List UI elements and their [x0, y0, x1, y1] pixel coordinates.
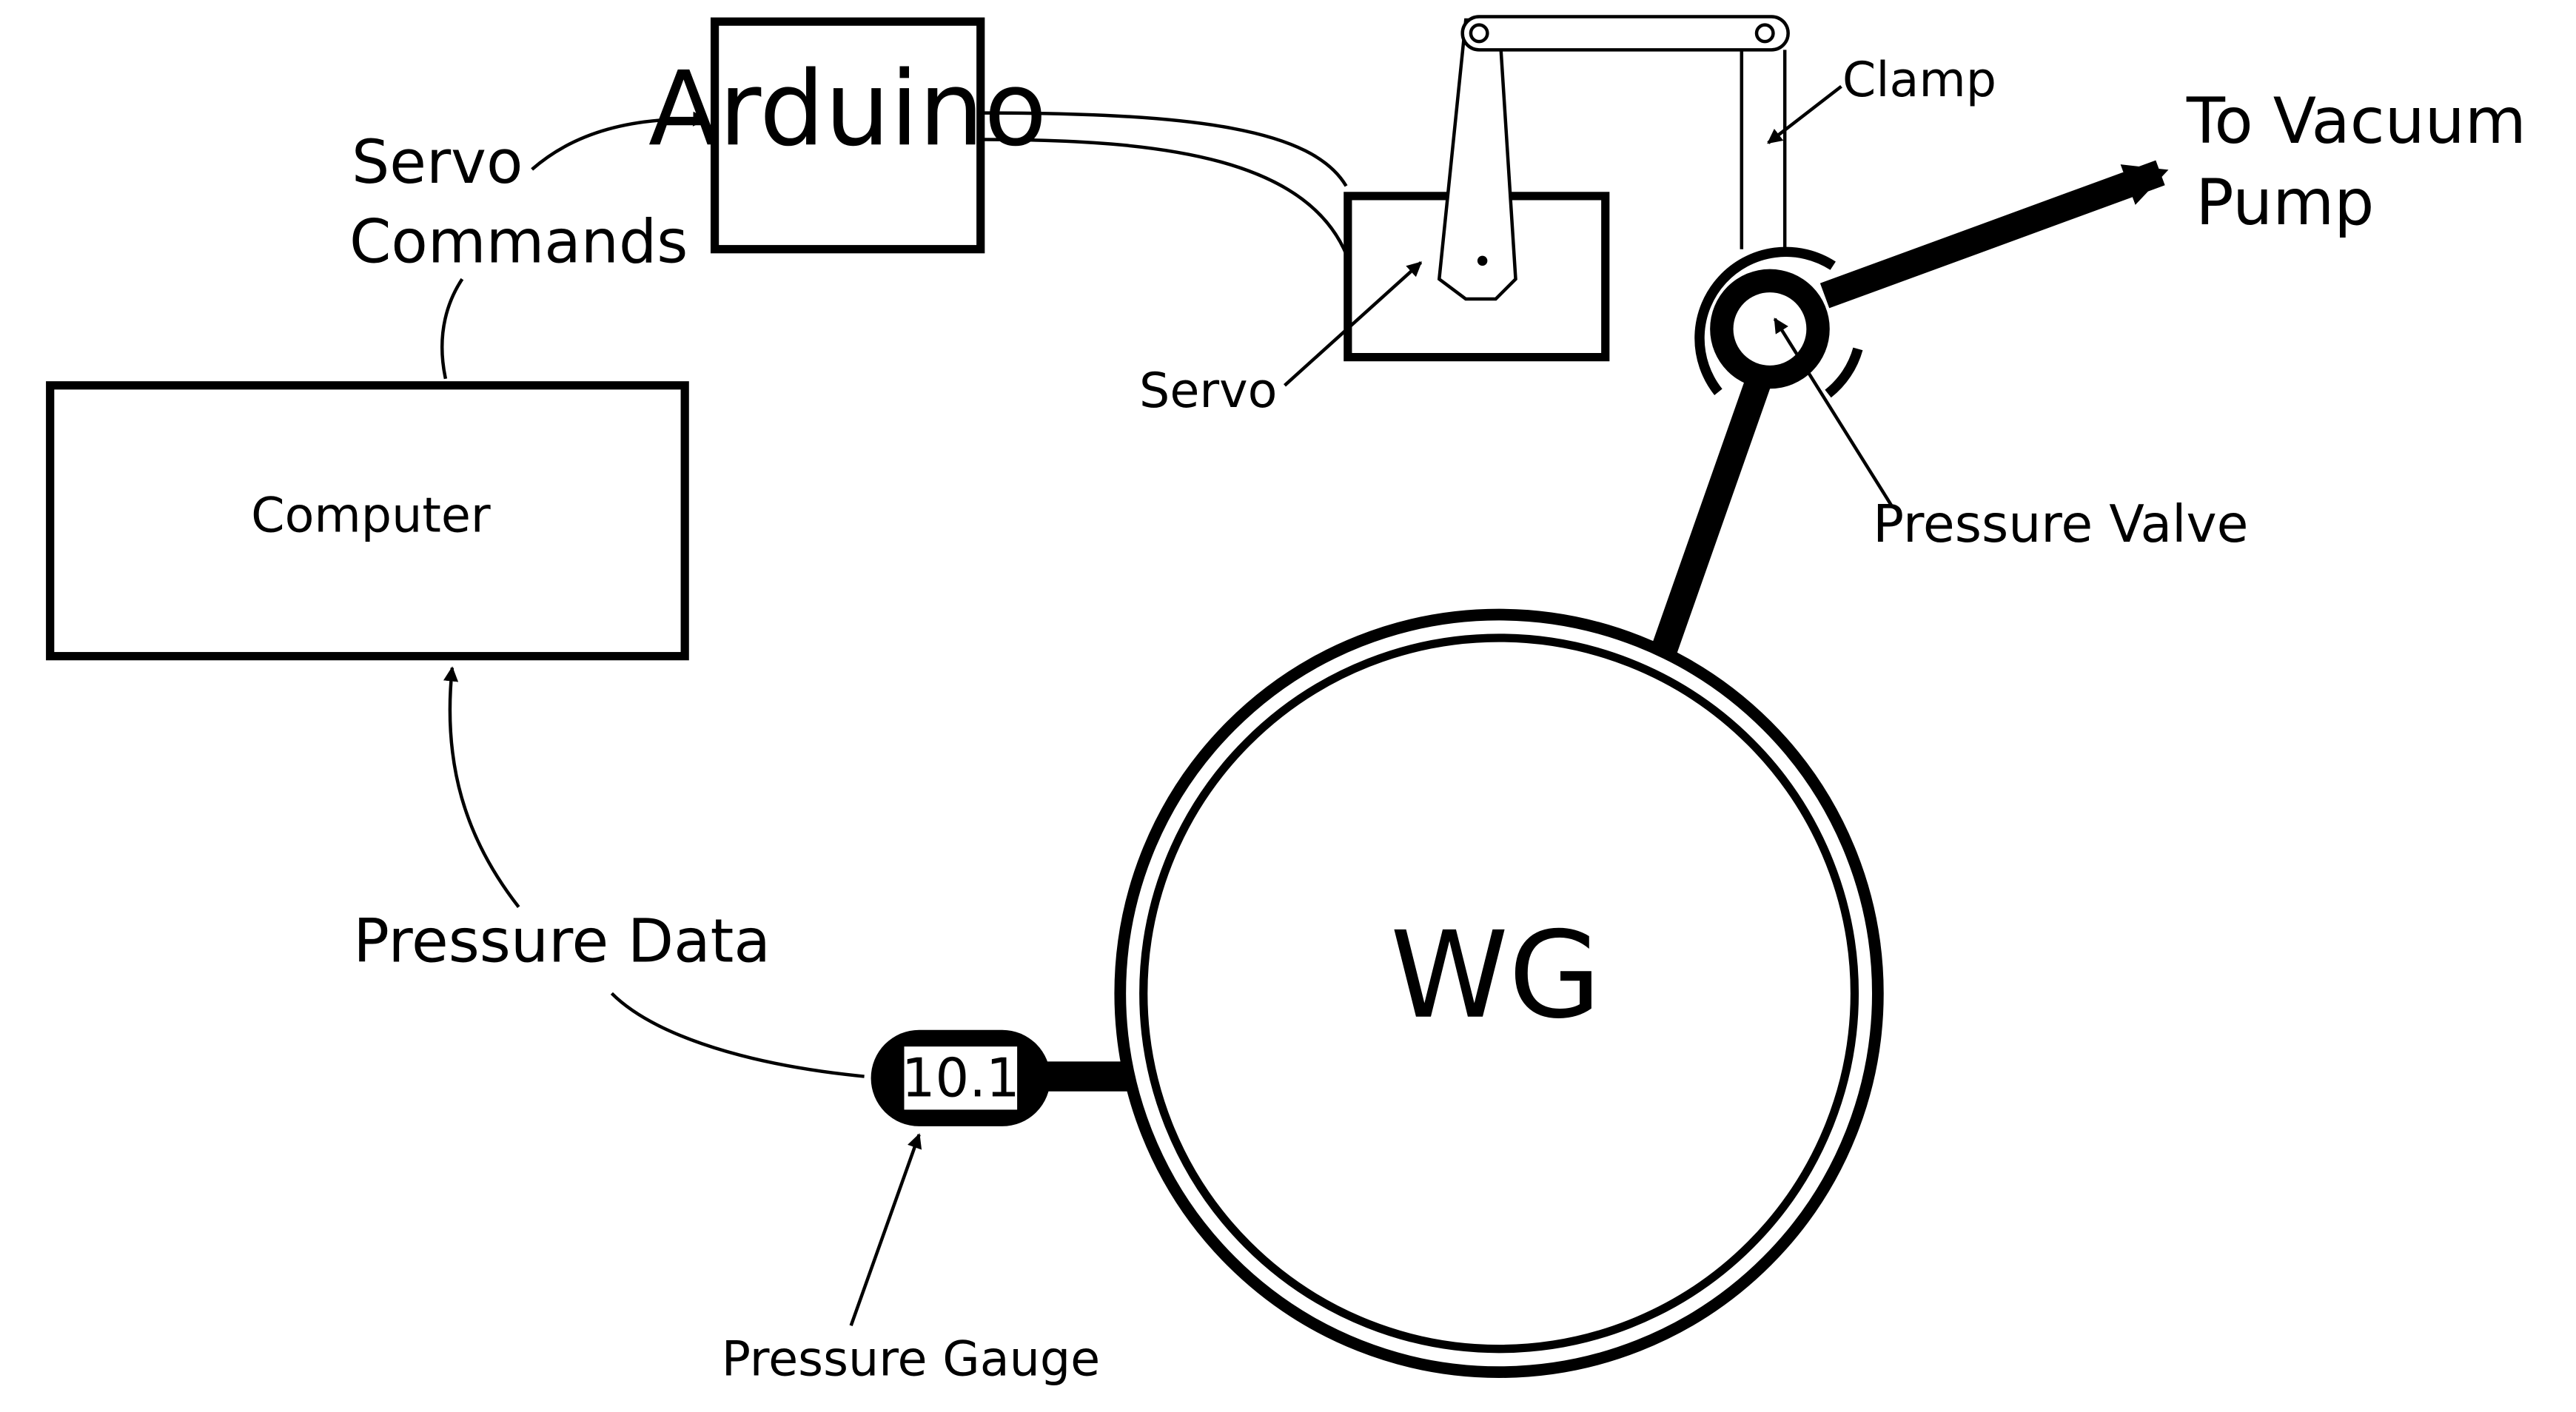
to-vacuum-label-line1: To Vacuum	[2186, 85, 2526, 158]
wg-chamber: WG	[1114, 608, 1884, 1378]
pressure-data-arrow	[610, 992, 865, 1078]
servo-label: Servo	[1139, 363, 1277, 419]
arduino-servo-cable	[984, 111, 1348, 187]
pressure-valve-pointer-line	[1773, 317, 1893, 506]
computer-label: Computer	[251, 488, 491, 543]
servo-commands-label-line2: Commands	[349, 208, 688, 278]
arduino-box: Arduino	[648, 17, 1047, 254]
servo-commands-arrow	[440, 278, 464, 380]
servo-box	[1344, 18, 1610, 362]
clamp-linkage	[1460, 15, 1790, 249]
clamp-pointer-line	[1767, 84, 1842, 144]
gauge-reading: 10.1	[902, 1047, 1020, 1109]
arduino-servo-cable-inner	[984, 138, 1352, 263]
clamp-label: Clamp	[1842, 53, 1996, 108]
pressure-data-arrow-top	[443, 666, 520, 908]
to-vacuum-label-line2: Pump	[2196, 167, 2374, 240]
servo-pointer-line	[1284, 260, 1423, 387]
servo-commands-label-line1: Servo	[352, 128, 523, 198]
pressure-gauge-label: Pressure Gauge	[722, 1332, 1100, 1388]
servo-commands-arrow-top	[531, 111, 708, 171]
arduino-label: Arduino	[648, 49, 1047, 169]
valve-wg-pipe	[1649, 377, 1771, 661]
computer-box: Computer	[46, 381, 689, 661]
wg-label: WG	[1390, 907, 1601, 1046]
pressure-gauge-pointer-line	[849, 1133, 922, 1327]
vacuum-pump-arrow	[1819, 160, 2169, 309]
pressure-valve-label: Pressure Valve	[1873, 494, 2248, 554]
pressure-gauge: 10.1	[871, 1029, 1051, 1126]
pressure-data-label: Pressure Data	[353, 907, 771, 977]
